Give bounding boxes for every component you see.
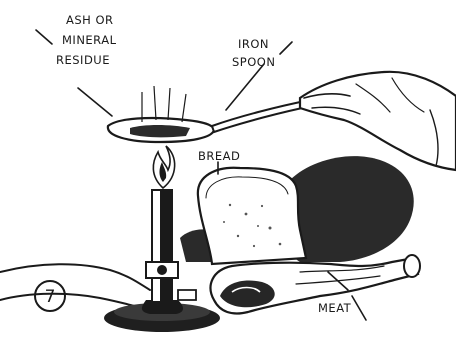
label-meat: MEAT <box>318 301 352 315</box>
label-bread: BREAD <box>198 149 240 163</box>
label-iron-spoon: IRON SPOON <box>232 37 275 69</box>
label-ash-line3: RESIDUE <box>56 53 110 67</box>
label-ash-line2: MINERAL <box>62 33 117 47</box>
label-iron-line1: IRON <box>238 37 269 51</box>
meat-chop <box>211 255 420 314</box>
label-ash-or-mineral-residue: ASH OR MINERAL RESIDUE <box>56 13 117 67</box>
figure-number: 7 <box>45 287 56 307</box>
label-ash-line1: ASH OR <box>66 13 114 27</box>
gas-hose <box>0 264 150 310</box>
hand <box>300 72 456 170</box>
bread-slice <box>198 168 306 264</box>
label-iron-line2: SPOON <box>232 55 275 69</box>
figure-number-badge: 7 <box>35 281 65 311</box>
iron-spoon <box>108 86 312 142</box>
